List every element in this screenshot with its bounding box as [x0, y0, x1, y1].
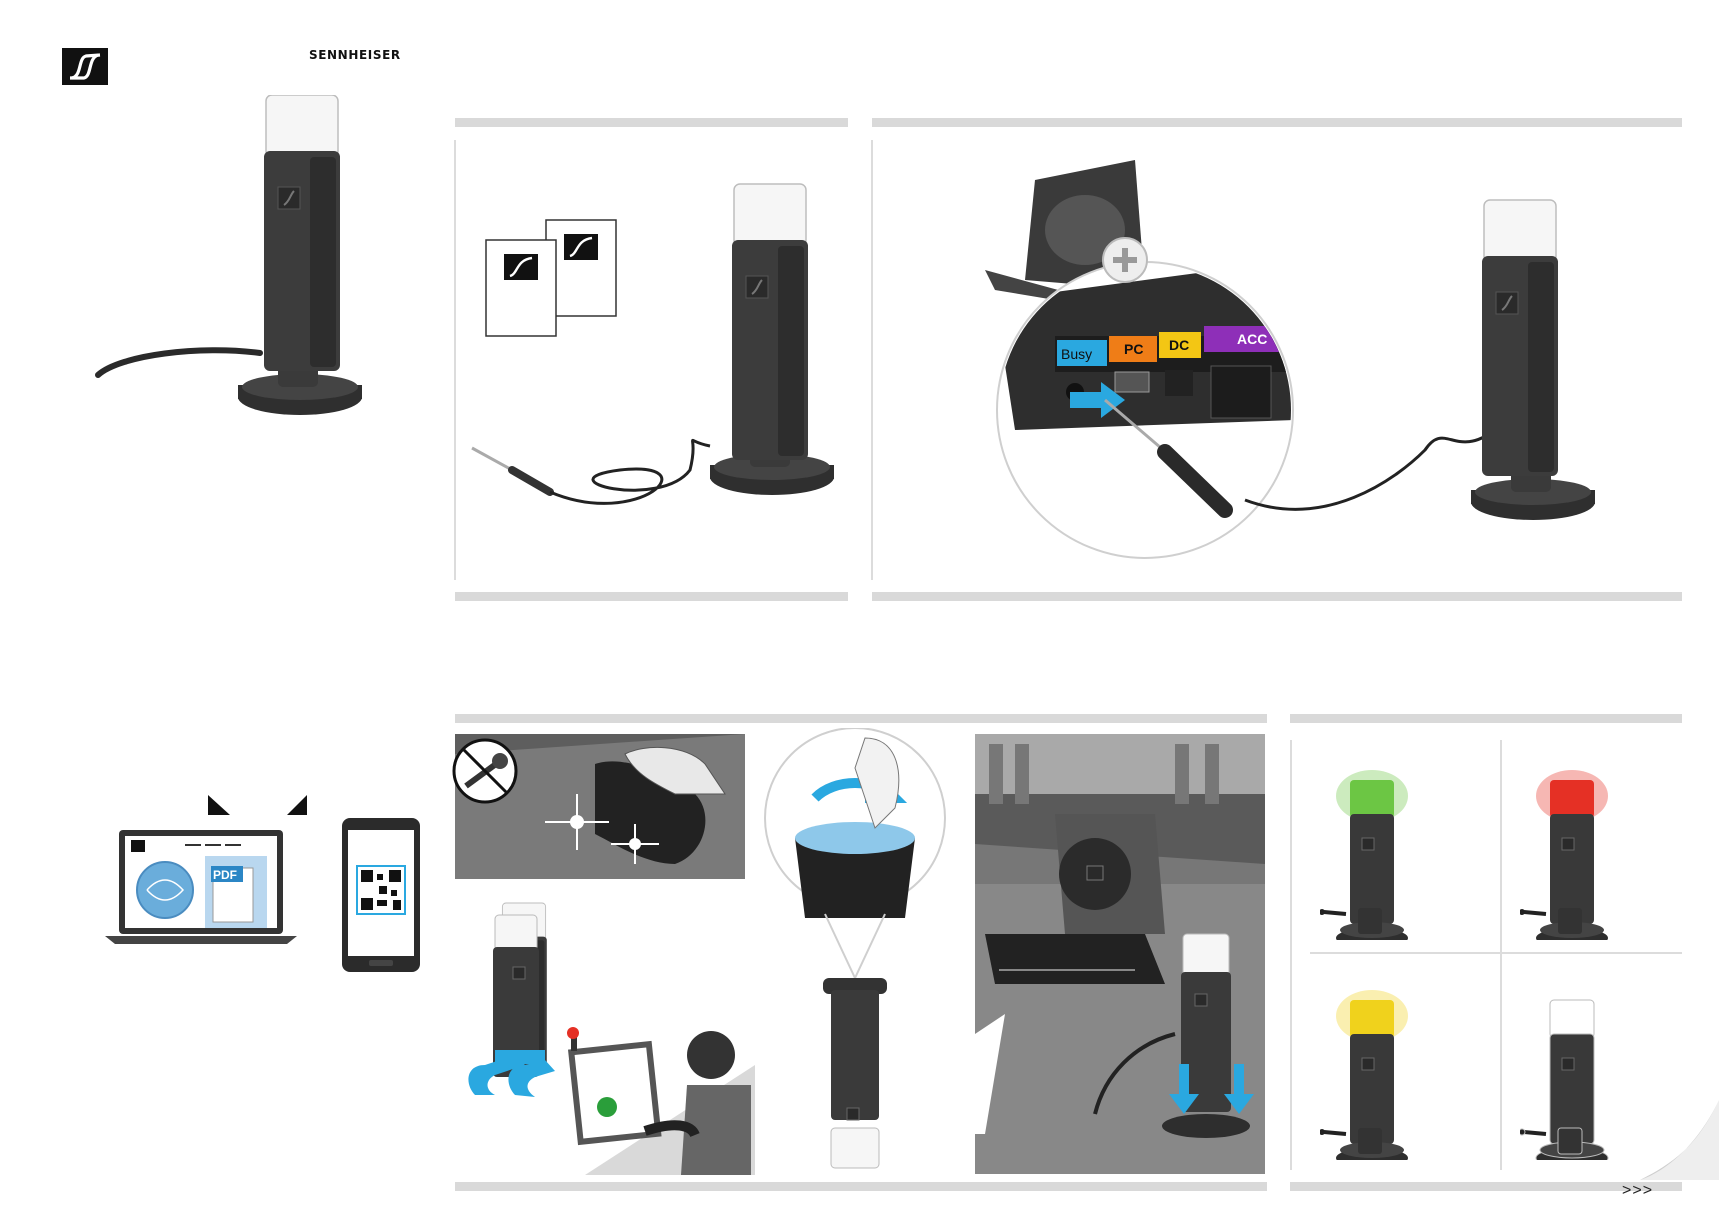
- package-contents-illustration: [460, 170, 850, 530]
- documents-icon: [486, 220, 616, 336]
- next-page-marker[interactable]: >>>: [1622, 1182, 1653, 1200]
- dongle-product-illustration: [80, 95, 380, 435]
- brand-name: SENNHEISER: [309, 48, 401, 62]
- connector-label-dc: DC: [1159, 332, 1201, 358]
- section-bar-top-1: [455, 118, 848, 127]
- no-screw-icon: [450, 736, 520, 806]
- connector-label-acc: ACC: [1204, 326, 1296, 352]
- rotate-arrow-icon: [468, 1050, 555, 1097]
- divider-line: [871, 140, 873, 580]
- divider-line: [454, 140, 456, 580]
- step-panel-dock: [975, 734, 1265, 1174]
- svg-text:ACC: ACC: [1237, 331, 1267, 347]
- connection-illustration: Busy PC DC ACC: [975, 160, 1675, 580]
- section-bar-bottom-3: [455, 1182, 1267, 1191]
- svg-text:PC: PC: [1124, 341, 1143, 357]
- page-curl: [1630, 1100, 1719, 1180]
- laptop: PDF: [105, 830, 297, 944]
- divider-line: [1290, 740, 1292, 1170]
- section-bar-top-2: [872, 118, 1682, 127]
- sennheiser-logo-icon: [62, 48, 108, 85]
- section-bar-mid-2: [872, 592, 1682, 601]
- led-status-red: [1520, 760, 1640, 940]
- svg-text:Busy: Busy: [1061, 346, 1092, 362]
- connector-label-busy: Busy: [1057, 340, 1107, 366]
- led-status-white: [1520, 980, 1640, 1160]
- step-illustration-peel: [755, 728, 955, 1178]
- pdf-label: PDF: [213, 868, 237, 882]
- divider-line: [1500, 740, 1502, 1170]
- download-resources-illustration: PDF: [95, 790, 435, 990]
- led-status-yellow: [1320, 980, 1440, 1160]
- led-status-green: [1320, 760, 1440, 940]
- step-illustration-mount: [455, 885, 755, 1175]
- section-bar-mid-1: [455, 592, 848, 601]
- divider-line: [1310, 952, 1682, 954]
- section-bar-top-4: [1290, 714, 1682, 723]
- qr-code-icon: [357, 866, 405, 914]
- connector-label-pc: PC: [1109, 336, 1157, 362]
- section-bar-top-3: [455, 714, 1267, 723]
- svg-text:DC: DC: [1169, 337, 1189, 353]
- smartphone: [342, 818, 420, 972]
